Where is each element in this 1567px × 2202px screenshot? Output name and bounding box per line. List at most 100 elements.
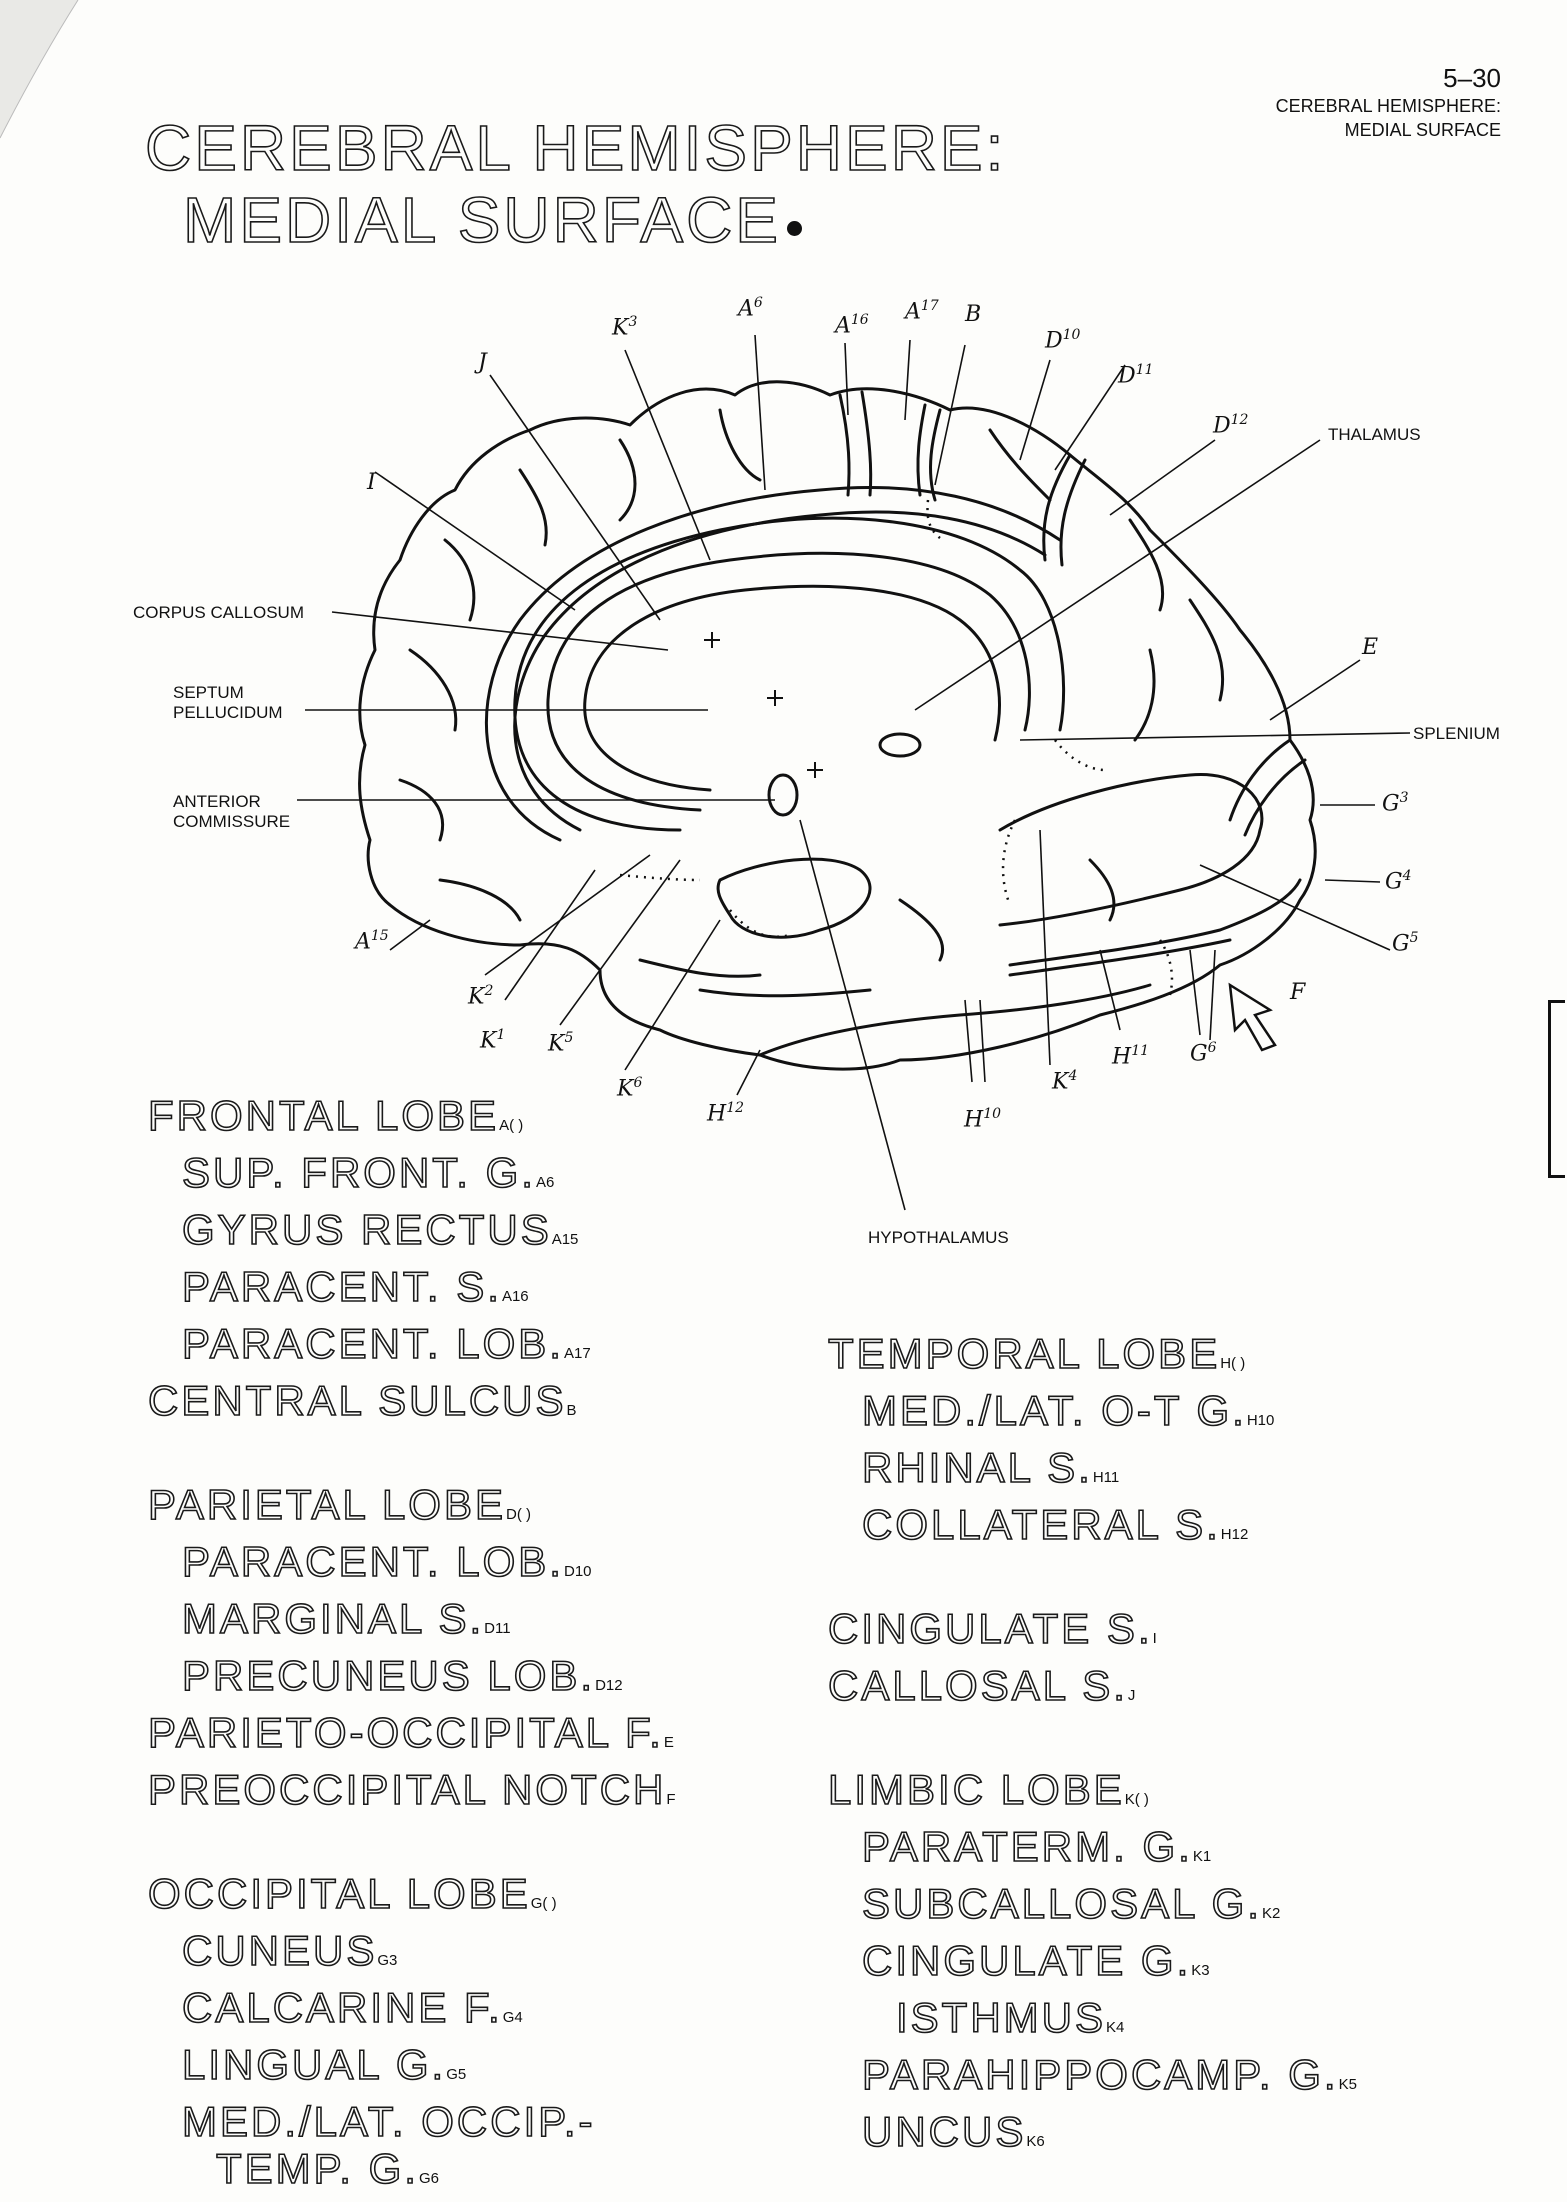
legend-item: GYRUS RECTUSA15 [148,1205,676,1263]
leader-corpus-callosum [331,611,669,651]
legend-item-code: K1 [1192,1848,1212,1865]
legend-item-code: D10 [563,1563,592,1580]
legend-item-code: A16 [501,1288,529,1305]
legend-item: MED./LAT. OCCIP.- [148,2097,676,2146]
legend-item-code: K5 [1338,2076,1357,2093]
hw-label-A15: A15 [355,928,389,955]
legend-item-text: PARIETO-OCCIPITAL F. [147,1708,664,1757]
page-edge-bracket [1548,1000,1565,1178]
hw-label-F: F [1290,980,1306,1005]
hw-label-H12: H12 [707,1100,745,1127]
legend-item: CINGULATE S.I [827,1604,1357,1662]
label-septum-line1: SEPTUM [173,683,244,702]
page-title: CEREBRAL HEMISPHERE: MEDIAL SURFACE [144,111,1007,257]
legend-item-text: PARIETAL LOBE [147,1480,506,1529]
legend-item-text: SUP. FRONT. G. [181,1148,536,1197]
legend-item: SUBCALLOSAL G.K2 [828,1879,1357,1937]
legend-item: SUP. FRONT. G.A6 [148,1148,676,1206]
title-line-2: MEDIAL SURFACE [182,183,781,257]
legend-item-text: PRECUNEUS LOB. [181,1651,596,1700]
legend-item: LINGUAL G.G5 [148,2040,676,2098]
legend-item-code: B [566,1402,577,1419]
legend-item-code: E [663,1734,674,1751]
legend-item-code: A6 [535,1174,555,1191]
hw-label-I: I [367,470,376,495]
hw-label-K5: K5 [548,1030,574,1057]
legend-item-text: UNCUS [861,2107,1027,2156]
legend-item: CUNEUSG3 [148,1926,676,1984]
plate-title-line-2: MEDIAL SURFACE [1344,120,1501,140]
hw-label-D11: D11 [1118,362,1154,389]
legend-item-code: H11 [1092,1469,1120,1486]
legend-item: PARAHIPPOCAMP. G.K5 [828,2050,1357,2108]
label-splenium: SPLENIUM [1413,724,1500,743]
legend-item-text: SUBCALLOSAL G. [861,1879,1262,1928]
leader-hypothalamus [799,819,906,1211]
legend-spacer [148,1823,676,1870]
label-hypothalamus: HYPOTHALAMUS [868,1228,1009,1247]
label-anterior-line2: COMMISSURE [173,812,291,831]
legend-item-text: PARACENT. LOB. [181,1319,564,1368]
legend-item: TEMP. G.G6 [148,2144,676,2202]
anterior-commissure-shape [767,773,799,817]
plate-header: 5–30 CEREBRAL HEMISPHERE: MEDIAL SURFACE [1275,63,1501,142]
legend-item-code: K4 [1106,2019,1125,2036]
hemisphere-outline [358,380,1317,1071]
legend-item-code: A17 [563,1345,591,1362]
title-line-1: CEREBRAL HEMISPHERE: [144,111,1007,185]
legend-spacer [828,1719,1357,1766]
legend-item-code: D11 [484,1620,511,1637]
legend-item-code: G( ) [530,1895,557,1912]
legend-item-text: PARACENT. S. [181,1262,502,1311]
preoccipital-notch-arrow [1228,982,1277,1052]
legend-item-code: A15 [551,1231,579,1248]
legend-item: TEMPORAL LOBEH( ) [827,1329,1357,1387]
legend-item: LIMBIC LOBEK( ) [827,1765,1357,1823]
hw-label-K1: K1 [480,1027,506,1054]
legend-item: CENTRAL SULCUSB [147,1376,676,1434]
cingulate-band [484,485,1062,842]
brain-medial-diagram [297,334,1411,1211]
legend-item-code: H10 [1246,1412,1275,1429]
legend-item: UNCUSK6 [828,2107,1357,2165]
legend-item-code: H12 [1220,1526,1249,1543]
corpus-callosum-outer [513,516,1066,832]
hw-label-A17: A17 [905,298,939,325]
legend-item-text: CALLOSAL S. [827,1661,1128,1710]
legend-item-text: PARACENT. LOB. [181,1537,564,1586]
legend-item: CALCARINE F.G4 [148,1983,676,2041]
legend-item-text: LIMBIC LOBE [827,1765,1125,1814]
legend-item-text: CENTRAL SULCUS [147,1376,567,1425]
hw-label-K6: K6 [617,1075,643,1102]
legend-item: PARIETAL LOBED( ) [147,1480,676,1538]
plate-title-line-1: CEREBRAL HEMISPHERE: [1275,96,1501,116]
legend-item-code: H( ) [1220,1355,1246,1372]
leader-thalamus [914,439,1321,711]
hw-label-A6: A6 [738,295,763,322]
legend-item-code: K( ) [1124,1791,1149,1808]
legend-item: ISTHMUSK4 [828,1993,1357,2051]
legend-item-text: TEMPORAL LOBE [827,1329,1221,1378]
hw-label-H11: H11 [1112,1043,1150,1070]
legend-item-code: G5 [446,2066,467,2083]
label-septum-line2: PELLUCIDUM [173,703,283,722]
legend-item-text: CUNEUS [181,1926,378,1975]
legend-item-text: MARGINAL S. [181,1594,485,1643]
legend-item-code: D12 [595,1677,623,1694]
hw-label-E: E [1362,635,1379,660]
legend-item-text: CINGULATE S. [827,1604,1153,1653]
legend-item-text: TEMP. G. [215,2144,419,2193]
legend-item-text: FRONTAL LOBE [147,1091,500,1140]
hw-label-A16: A16 [835,312,869,339]
label-anterior-line1: ANTERIOR [173,792,261,811]
legend-item-text: PARATERM. G. [861,1822,1193,1871]
plate-number: 5–30 [1443,63,1501,93]
hw-label-H10: H10 [964,1106,1002,1133]
legend-item: PARIETO-OCCIPITAL F.E [147,1708,676,1766]
legend-item-code: K6 [1026,2133,1045,2150]
hw-label-D10: D10 [1045,327,1081,354]
legend-item: OCCIPITAL LOBEG( ) [147,1869,676,1927]
hw-label-G5: G5 [1392,930,1419,957]
